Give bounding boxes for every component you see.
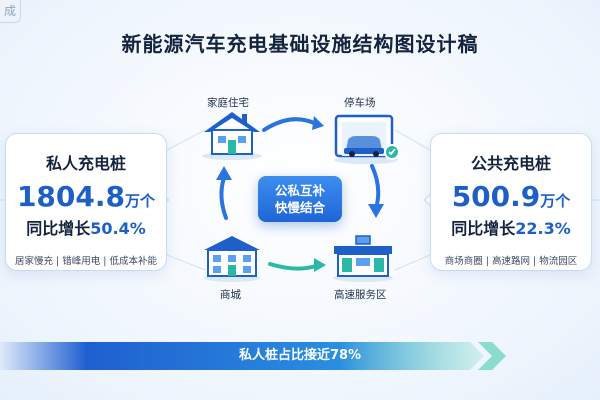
banner-text: 私人桩占比接近78% — [238, 348, 362, 363]
node-label-mall: 商城 — [220, 289, 241, 301]
page-title: 新能源汽车充电基础设施结构图设计稿 — [121, 32, 479, 56]
center-badge-line2: 快慢结合 — [274, 200, 325, 215]
private-card-growth: 同比增长50.4% — [6, 215, 166, 239]
private-growth-label: 同比增长 — [26, 219, 91, 238]
house-icon — [202, 112, 262, 160]
center-badge: 公私互补 快慢结合 — [258, 176, 342, 222]
arrow-right-icon-top — [262, 116, 324, 132]
node-label-service: 高速服务区 — [334, 289, 387, 301]
arrow-right-icon-bottom — [268, 258, 326, 272]
public-card-growth: 同比增长22.3% — [431, 215, 591, 239]
private-growth-value: 50.4% — [90, 219, 146, 238]
public-growth-label: 同比增长 — [451, 219, 516, 238]
private-charger-card: 私人充电桩 1804.8万个 同比增长50.4% 居家慢充 | 错峰用电 | 低… — [5, 133, 167, 271]
public-card-tags: 商场商圈 | 高速路网 | 物流园区 — [444, 256, 578, 267]
node-label-parking: 停车场 — [344, 97, 376, 109]
private-card-tags: 居家慢充 | 错峰用电 | 低成本补能 — [15, 256, 157, 267]
public-value-unit: 万个 — [540, 192, 571, 210]
logo: 成 — [0, 0, 21, 23]
banner-ribbon — [0, 342, 506, 370]
private-value-number: 1804.8 — [16, 180, 126, 213]
public-card-value: 500.9万个 — [431, 180, 591, 213]
private-card-title: 私人充电桩 — [45, 154, 126, 173]
public-value-number: 500.9 — [451, 180, 541, 213]
public-card-title: 公共充电桩 — [470, 154, 551, 173]
public-growth-value: 22.3% — [515, 219, 571, 238]
highway-service-area-icon — [333, 235, 393, 282]
public-charger-card: 公共充电桩 500.9万个 同比增长22.3% 商场商圈 | 高速路网 | 物流… — [430, 133, 592, 271]
node-label-home: 家庭住宅 — [207, 97, 249, 109]
arrow-up-icon — [216, 166, 232, 220]
private-value-unit: 万个 — [125, 192, 156, 210]
arrow-down-icon — [368, 164, 384, 218]
private-card-value: 1804.8万个 — [6, 180, 166, 213]
bottom-banner: 私人桩占比接近78% — [0, 342, 600, 370]
parking-garage-icon — [334, 114, 400, 164]
mall-icon — [204, 236, 260, 282]
center-badge-line1: 公私互补 — [274, 183, 325, 198]
